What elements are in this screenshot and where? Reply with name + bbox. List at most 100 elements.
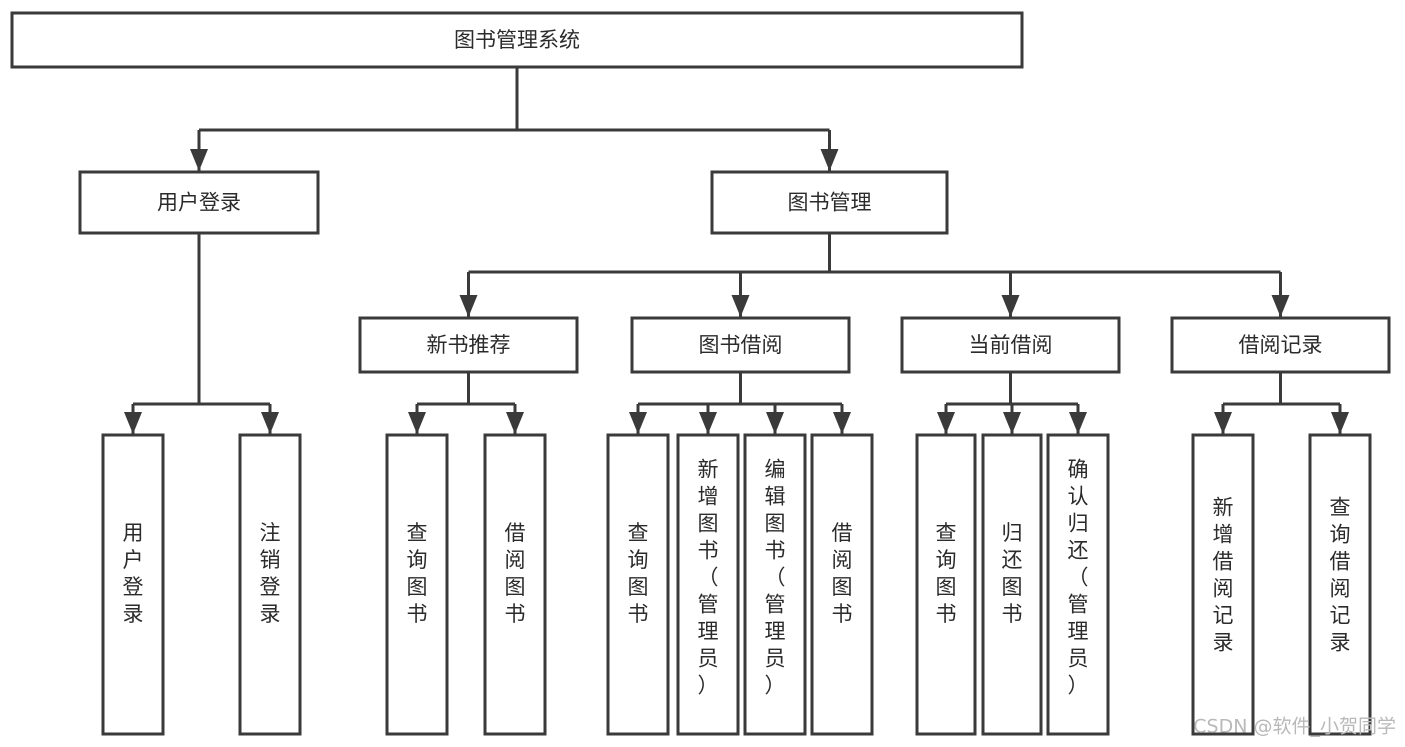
arrow-head-icon — [408, 412, 426, 434]
node-leaf-user-login-label-char: 登 — [123, 575, 144, 599]
node-leaf-query-book-nbr-label-char: 查 — [407, 521, 428, 545]
node-leaf-query-book-nbr[interactable] — [385, 433, 449, 736]
node-leaf-confirm-return-admin-label-char: 归 — [1068, 512, 1089, 536]
node-leaf-query-book-cb-label-char: 图 — [936, 575, 957, 599]
arrow-head-icon — [820, 149, 839, 171]
node-user-login-label: 用户登录 — [157, 191, 241, 215]
node-leaf-query-book-cb[interactable] — [915, 433, 977, 736]
node-leaf-confirm-return-admin-label-char: （ — [1068, 566, 1089, 590]
arrow-head-icon — [506, 412, 524, 434]
node-leaf-add-borrow-record-label-char: 录 — [1213, 631, 1234, 655]
arrow-head-icon — [190, 149, 208, 171]
arrow-head-icon — [629, 412, 647, 434]
arrow-head-icon — [1214, 412, 1232, 434]
node-leaf-confirm-return-admin-label-char: 员 — [1068, 647, 1089, 671]
node-leaf-query-book-cb-label-char: 书 — [936, 602, 957, 626]
node-leaf-query-borrow-record[interactable] — [1308, 433, 1372, 736]
node-leaf-edit-book-admin-label-char: ） — [765, 674, 786, 698]
node-leaf-add-book-admin-label-char: ） — [698, 674, 719, 698]
node-leaf-edit-book-admin-label-char: 书 — [765, 539, 786, 563]
arrow-head-icon — [1003, 412, 1021, 434]
node-root-root-label: 图书管理系统 — [454, 28, 580, 52]
node-leaf-add-borrow-record-label-char: 新 — [1213, 496, 1234, 520]
node-leaf-confirm-return-admin-label-char: 认 — [1068, 485, 1089, 509]
node-leaf-query-book-bb-label-char: 图 — [628, 575, 649, 599]
node-leaf-confirm-return-admin[interactable] — [1046, 433, 1110, 736]
node-leaf-query-borrow-record-label-char: 询 — [1330, 523, 1351, 547]
node-leaf-add-book-admin-label-char: 书 — [698, 539, 719, 563]
arrow-head-icon — [699, 412, 717, 434]
arrow-head-icon — [937, 412, 955, 434]
node-leaf-borrow-book-bb-label-char: 图 — [832, 575, 853, 599]
node-root-root[interactable] — [10, 11, 1024, 69]
node-leaf-add-borrow-record-label-char: 记 — [1213, 604, 1234, 628]
node-user-login[interactable] — [78, 170, 320, 235]
node-book-management[interactable] — [710, 170, 949, 235]
node-leaf-add-book-admin[interactable] — [676, 433, 740, 736]
node-leaf-add-book-admin-label-char: 增 — [698, 485, 719, 509]
labels-layer: 图书管理系统用户登录图书管理新书推荐图书借阅当前借阅借阅记录用户登录注销登录查询… — [123, 28, 1351, 698]
node-leaf-edit-book-admin-label-char: （ — [765, 566, 786, 590]
arrow-head-icon — [261, 412, 279, 434]
node-leaf-edit-book-admin-label-char: 员 — [765, 647, 786, 671]
node-leaf-borrow-book-nbr[interactable] — [483, 433, 547, 736]
node-leaf-query-book-bb-label-char: 询 — [628, 548, 649, 572]
node-leaf-query-borrow-record-label-char: 借 — [1330, 550, 1351, 574]
connectors-layer — [124, 67, 1349, 434]
arrow-head-icon — [766, 412, 784, 434]
node-leaf-borrow-book-nbr-label-char: 阅 — [505, 548, 526, 572]
node-leaf-logout[interactable] — [238, 433, 302, 736]
node-leaf-confirm-return-admin-label-char: 确 — [1068, 458, 1089, 482]
arrow-head-icon — [1331, 412, 1349, 434]
node-leaf-confirm-return-admin-label-char: 理 — [1068, 620, 1089, 644]
node-leaf-add-book-admin-label-char: 员 — [698, 647, 719, 671]
boxes-layer — [10, 11, 1391, 736]
node-book-borrow[interactable] — [630, 316, 851, 374]
node-leaf-user-login-label-char: 户 — [123, 548, 144, 572]
node-leaf-return-book[interactable] — [981, 433, 1043, 736]
node-leaf-edit-book-admin-label-char: 管 — [765, 593, 786, 617]
node-leaf-query-book-nbr-label-char: 书 — [407, 602, 428, 626]
node-leaf-user-login-label-char: 用 — [123, 521, 144, 545]
node-leaf-add-borrow-record-label-char: 借 — [1213, 550, 1234, 574]
arrow-head-icon — [1069, 412, 1087, 434]
node-leaf-borrow-book-bb-label-char: 书 — [832, 602, 853, 626]
node-leaf-user-login-label-char: 录 — [123, 602, 144, 626]
node-leaf-borrow-book-bb-label-char: 借 — [832, 521, 853, 545]
node-leaf-add-borrow-record-label-char: 增 — [1213, 523, 1234, 547]
node-leaf-confirm-return-admin-label-char: 还 — [1068, 539, 1089, 563]
node-leaf-query-borrow-record-label-char: 录 — [1330, 631, 1351, 655]
node-leaf-edit-book-admin-label-char: 图 — [765, 512, 786, 536]
node-current-borrow[interactable] — [900, 316, 1121, 374]
node-leaf-query-book-nbr-label-char: 图 — [407, 575, 428, 599]
node-leaf-confirm-return-admin-label-char: 管 — [1068, 593, 1089, 617]
node-leaf-query-book-cb-label-char: 询 — [936, 548, 957, 572]
node-leaf-return-book-label-char: 图 — [1002, 575, 1023, 599]
node-leaf-add-book-admin-label-char: 管 — [698, 593, 719, 617]
node-leaf-user-login[interactable] — [101, 433, 165, 736]
node-leaf-return-book-label-char: 归 — [1002, 521, 1023, 545]
csdn-watermark: CSDN @软件_小贺同学 — [1193, 716, 1396, 738]
node-leaf-logout-label-char: 登 — [260, 575, 281, 599]
arrow-head-icon — [124, 412, 142, 434]
arrow-head-icon — [459, 295, 478, 317]
node-leaf-query-borrow-record-label-char: 记 — [1330, 604, 1351, 628]
arrow-head-icon — [731, 295, 750, 317]
node-current-borrow-label: 当前借阅 — [969, 333, 1053, 357]
node-leaf-logout-label-char: 销 — [260, 548, 281, 572]
node-leaf-query-book-cb-label-char: 查 — [936, 521, 957, 545]
node-borrow-records[interactable] — [1170, 316, 1391, 374]
node-leaf-borrow-book-nbr-label-char: 图 — [505, 575, 526, 599]
node-leaf-edit-book-admin-label-char: 编 — [765, 458, 786, 482]
node-leaf-query-book-nbr-label-char: 询 — [407, 548, 428, 572]
node-leaf-edit-book-admin[interactable] — [743, 433, 807, 736]
node-leaf-borrow-book-bb[interactable] — [810, 433, 874, 736]
node-leaf-query-book-bb[interactable] — [606, 433, 670, 736]
node-leaf-add-borrow-record[interactable] — [1191, 433, 1255, 736]
arrow-head-icon — [1001, 295, 1020, 317]
node-leaf-logout-label-char: 录 — [260, 602, 281, 626]
node-new-book-recommend[interactable] — [358, 316, 579, 374]
node-new-book-recommend-label: 新书推荐 — [427, 333, 511, 357]
